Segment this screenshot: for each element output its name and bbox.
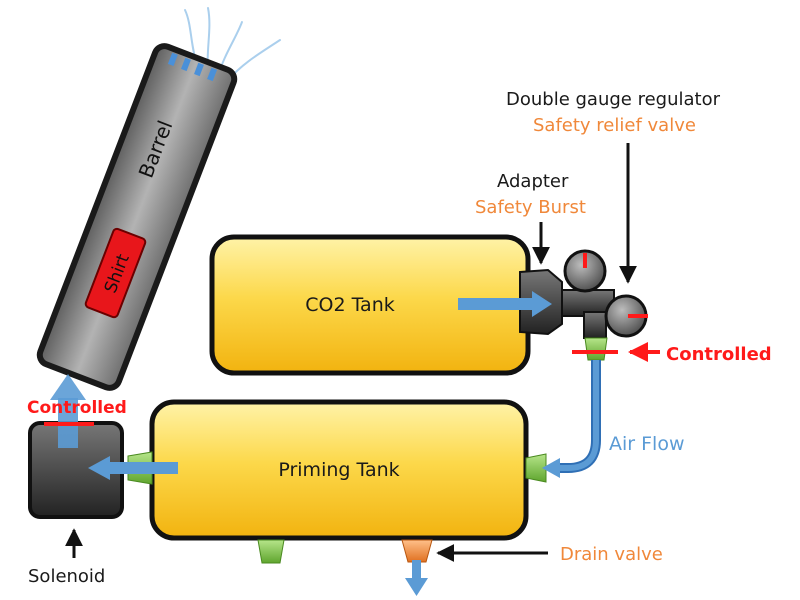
- drain-arrow: [405, 560, 428, 596]
- relief-valve-label: Safety relief valve: [533, 115, 696, 136]
- regulator-gauge-top: [563, 249, 607, 293]
- controlled-right-label: Controlled: [666, 344, 772, 365]
- regulator-stem: [583, 311, 607, 339]
- safety-burst-label: Safety Burst: [475, 197, 586, 218]
- solenoid-label: Solenoid: [28, 566, 105, 587]
- regulator-label: Double gauge regulator: [506, 89, 721, 110]
- co2-tank-label: CO2 Tank: [305, 294, 395, 316]
- controlled-left-label: Controlled: [27, 398, 127, 418]
- air-hose-arrowhead: [542, 458, 560, 478]
- priming-tank-label: Priming Tank: [278, 459, 399, 481]
- shirt: [84, 227, 147, 319]
- barrel: Barrel Shirt: [36, 43, 238, 391]
- priming-bottom-fitting: [257, 539, 285, 564]
- air-flow-label: Air Flow: [609, 433, 685, 455]
- priming-to-solenoid-arrow: [88, 456, 178, 480]
- adapter-label: Adapter: [497, 171, 569, 192]
- drain-valve: [401, 539, 433, 563]
- co2-flow-arrow: [458, 291, 552, 317]
- air-hose: [556, 360, 601, 473]
- regulator-outlet-fitting: [584, 337, 608, 361]
- drain-valve-label: Drain valve: [560, 544, 663, 565]
- priming-inlet-fitting: [525, 453, 547, 483]
